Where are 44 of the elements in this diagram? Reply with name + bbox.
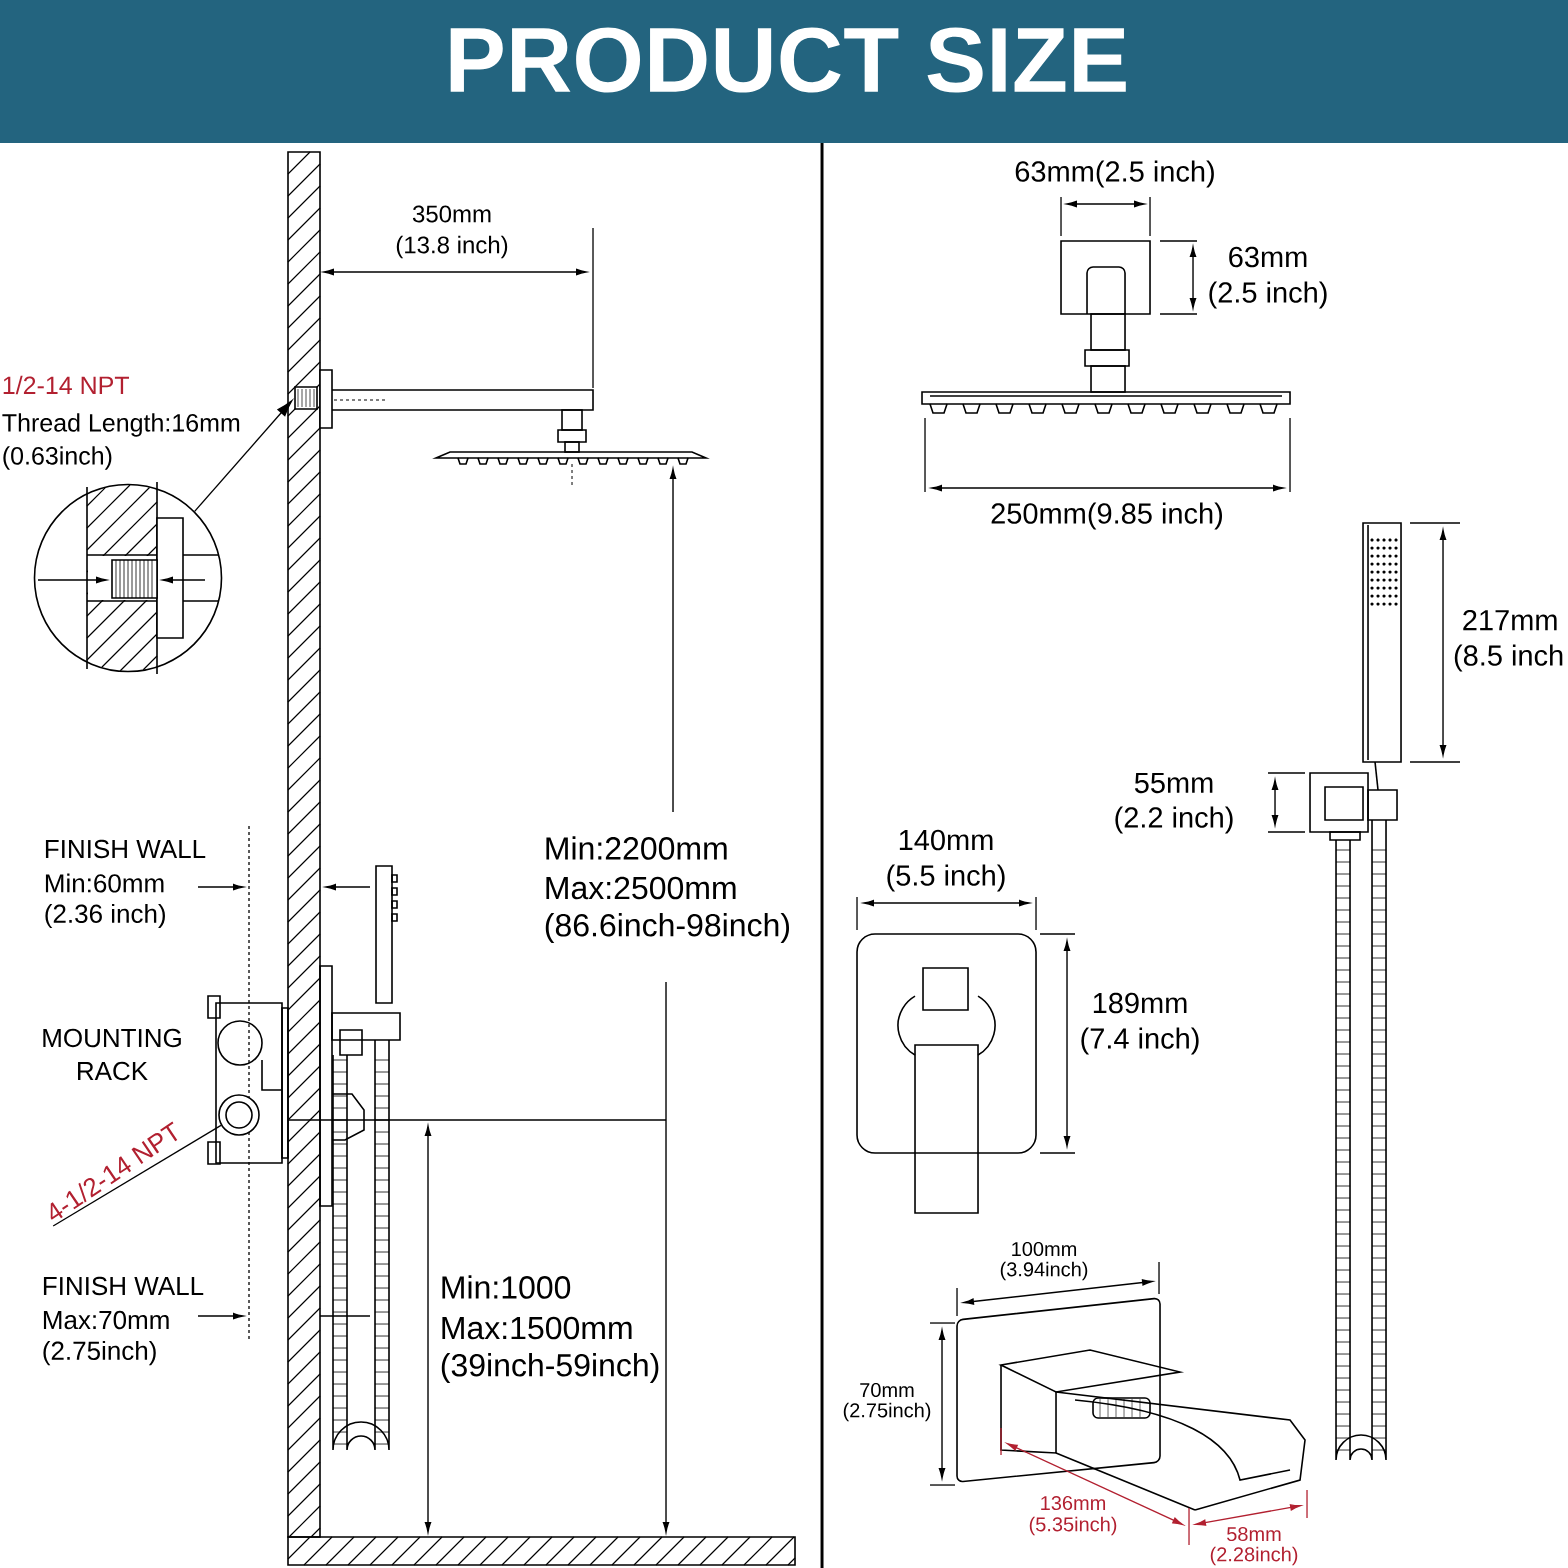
dimension-label: (2.75inch) — [843, 1402, 931, 1422]
dimension-label: Max:2500mm — [546, 876, 736, 900]
dimension-label: 63mm — [1229, 246, 1307, 268]
dimension-label: Max:70mm — [43, 1310, 169, 1330]
dimension-label: Min:1000 — [442, 1275, 571, 1299]
dimension-label: (13.8 inch) — [396, 235, 508, 259]
dimension-label: FINISH WALL — [43, 1276, 204, 1296]
dimension-label: (3.94inch) — [1000, 1261, 1088, 1281]
dimension-label: 63mm(2.5 inch) — [1015, 160, 1214, 188]
dimension-label: (2.75inch) — [43, 1340, 156, 1366]
title-bar: PRODUCT SIZE — [0, 0, 1568, 143]
dimension-label: 58mm — [1227, 1526, 1281, 1542]
dimension-label: (5.5 inch) — [887, 864, 1005, 892]
dimension-label: 217mm — [1463, 609, 1557, 631]
leader-line — [52, 1124, 222, 1227]
dimension-label: 189mm — [1093, 992, 1187, 1014]
dimension-label: 1/2-14 NPT — [3, 375, 129, 395]
dimension-label: Max:1500mm — [442, 1316, 632, 1340]
dimension-label: (39inch-59inch) — [441, 1353, 659, 1383]
inlet-port — [218, 1094, 260, 1136]
dimension-label: (2.36 inch) — [45, 903, 165, 929]
dimension-label: 136mm — [1041, 1495, 1106, 1511]
dimension-label: RACK — [78, 1061, 148, 1081]
dimension-label: 140mm — [899, 829, 993, 851]
dimension-label: 70mm — [860, 1382, 914, 1398]
dimension-label: (7.4 inch) — [1081, 1027, 1199, 1055]
dimension-label: FINISH WALL — [45, 839, 206, 859]
dimension-label: Min:2200mm — [546, 836, 727, 860]
dimension-label: (8.5 inch — [1454, 644, 1563, 672]
leader-line — [194, 400, 293, 512]
dimension-label: MOUNTING — [43, 1028, 181, 1048]
dimension-label: Min:60mm — [45, 873, 164, 893]
dimension-label: (2.5 inch) — [1209, 281, 1327, 309]
dimension-label: (2.2 inch) — [1115, 806, 1233, 834]
dimension-label: (0.63inch) — [3, 446, 112, 470]
dimension-label: 100mm — [1012, 1241, 1077, 1257]
dimension-label: 55mm — [1134, 772, 1213, 794]
dimension-label: (86.6inch-98inch) — [545, 913, 789, 943]
thread-fitting — [294, 386, 318, 410]
dimension-label: (2.28inch) — [1210, 1546, 1298, 1566]
dimension-label: 250mm(9.85 inch) — [991, 502, 1222, 530]
dimension-label: Thread Length:16mm — [2, 413, 240, 437]
dimension-label: 350mm — [412, 205, 491, 223]
dimension-label: (5.35inch) — [1029, 1516, 1117, 1536]
